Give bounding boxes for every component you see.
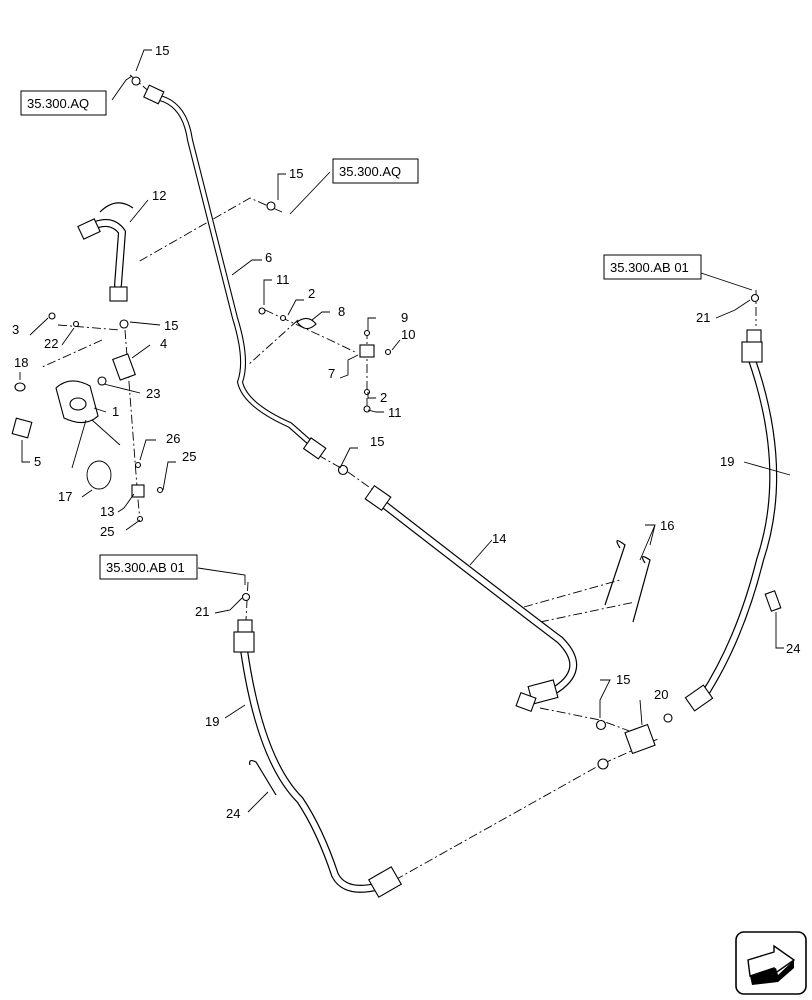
o-ring-15-upper <box>266 201 276 211</box>
callout-10: 10 <box>401 327 415 342</box>
callout-5: 5 <box>34 454 41 469</box>
hose-12 <box>77 202 134 329</box>
callout-23: 23 <box>146 386 160 401</box>
reference-box-3[interactable]: 35.300.AB 01 <box>603 254 702 280</box>
o-ring-15-top <box>131 76 141 86</box>
o-ring-15-mid <box>337 464 349 476</box>
callout-21: 21 <box>195 604 209 619</box>
hose-14 <box>364 484 578 713</box>
callout-7: 7 <box>328 366 335 381</box>
reference-label-2: 35.300.AQ <box>339 164 401 179</box>
callout-21: 21 <box>696 310 710 325</box>
adapter-20 <box>595 713 673 770</box>
callout-24: 24 <box>786 641 800 656</box>
valve-block-assembly <box>11 312 164 523</box>
callout-11: 11 <box>388 405 402 420</box>
bolt-9 <box>363 329 371 337</box>
callout-2: 2 <box>380 390 387 405</box>
clip-24-right <box>764 590 782 612</box>
callout-15: 15 <box>155 43 169 58</box>
leader-lines <box>19 49 791 813</box>
elbow-5 <box>11 417 33 439</box>
callout-8: 8 <box>338 304 345 319</box>
washer-2-low <box>363 388 371 396</box>
reference-label-3: 35.300.AB 01 <box>610 260 689 275</box>
callout-2: 2 <box>308 286 315 301</box>
tube-6-fitting-bottom <box>302 437 327 460</box>
clip-24-left <box>249 759 277 796</box>
callout-15: 15 <box>164 318 178 333</box>
fitting-13 <box>131 484 145 498</box>
reference-label-1: 35.300.AQ <box>27 96 89 111</box>
arrow-navigation-icon[interactable] <box>735 931 807 995</box>
callout-15: 15 <box>289 166 303 181</box>
callout-24: 24 <box>226 806 240 821</box>
callout-16: 16 <box>660 518 674 533</box>
seal-26 <box>134 461 142 469</box>
clips-16 <box>604 540 651 623</box>
reference-box-2[interactable]: 35.300.AQ <box>332 158 419 184</box>
o-ring-21-left <box>241 592 251 602</box>
reference-label-4: 35.300.AB 01 <box>106 560 185 575</box>
o-ring-23 <box>97 376 107 386</box>
callout-12: 12 <box>152 188 166 203</box>
callout-18: 18 <box>14 355 28 370</box>
alignment-lines <box>39 74 757 881</box>
elbow-4 <box>112 353 136 381</box>
callout-26: 26 <box>166 431 180 446</box>
callout-9: 9 <box>401 310 408 325</box>
reference-box-4[interactable]: 35.300.AB 01 <box>99 554 198 580</box>
bolt-3 <box>48 312 56 320</box>
callout-25: 25 <box>100 524 114 539</box>
callout-19: 19 <box>720 454 734 469</box>
bracket-7 <box>359 344 375 358</box>
callout-17: 17 <box>58 489 72 504</box>
callout-6: 6 <box>265 250 272 265</box>
tube-6 <box>131 76 349 476</box>
cap-25-right <box>156 486 164 494</box>
nut-11-top <box>258 307 266 315</box>
clamp-8 <box>296 317 317 330</box>
callout-15: 15 <box>616 672 630 687</box>
reference-box-1[interactable]: 35.300.AQ <box>20 90 107 116</box>
callout-1: 1 <box>112 404 119 419</box>
callout-14: 14 <box>492 531 506 546</box>
callout-19: 19 <box>205 714 219 729</box>
callout-11: 11 <box>276 272 290 287</box>
bolt-10 <box>384 348 392 356</box>
tube-6-fitting-top <box>143 84 165 105</box>
hose-19-right <box>684 293 782 712</box>
washer-2-top <box>279 314 287 322</box>
nut-11-low <box>363 405 371 413</box>
callout-22: 22 <box>44 336 58 351</box>
callout-25: 25 <box>182 449 196 464</box>
o-ring-17 <box>86 460 112 490</box>
o-ring-21-right <box>750 293 760 303</box>
hose-19-left <box>233 592 403 898</box>
callout-3: 3 <box>12 322 19 337</box>
callout-4: 4 <box>160 336 167 351</box>
o-ring-18 <box>14 382 26 392</box>
callout-13: 13 <box>100 504 114 519</box>
callout-20: 20 <box>654 687 668 702</box>
washer-22 <box>72 320 80 328</box>
callout-15: 15 <box>370 434 384 449</box>
cap-25-lower <box>136 515 144 523</box>
callout-numbers: 15 15 12 6 11 2 8 9 10 7 2 11 3 22 15 4 … <box>12 43 800 821</box>
clamp-assembly <box>258 307 392 413</box>
